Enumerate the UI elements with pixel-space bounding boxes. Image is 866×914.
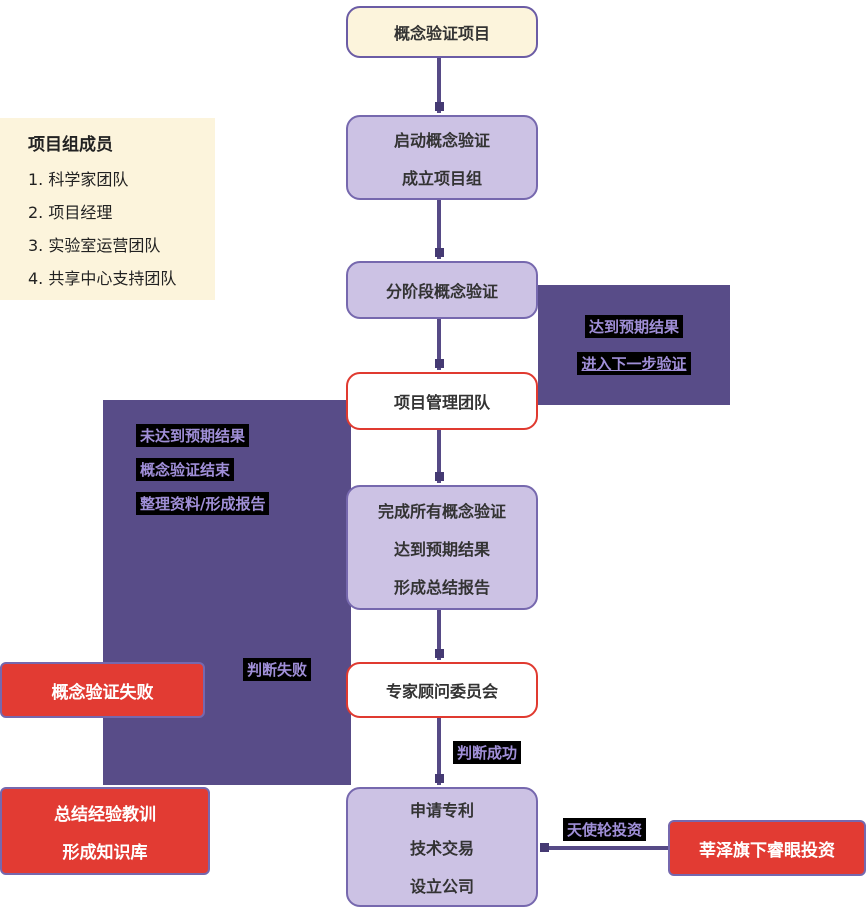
- node-fail: 概念验证失败: [0, 662, 205, 718]
- node-apply-line: 技术交易: [409, 839, 474, 858]
- node-staged-label: 分阶段概念验证: [385, 282, 498, 301]
- connector-start-launch: [437, 58, 441, 113]
- branch-success-labels: 达到预期结果 进入下一步验证: [538, 285, 730, 405]
- node-launch-line: 成立项目组: [401, 168, 482, 188]
- arrowhead: [435, 472, 444, 481]
- node-apply: 申请专利 技术交易 设立公司: [346, 787, 538, 907]
- node-launch-line: 启动概念验证: [393, 130, 490, 150]
- node-apply-line: 设立公司: [409, 877, 474, 896]
- branch-fail-line: 整理资料/形成报告: [136, 492, 270, 515]
- arrowhead: [435, 774, 444, 783]
- team-panel-item: 4. 共享中心支持团队: [28, 269, 177, 288]
- branch-fail-labels: 未达到预期结果 概念验证结束 整理资料/形成报告: [136, 424, 270, 515]
- node-complete-line: 达到预期结果: [393, 539, 490, 559]
- node-launch: 启动概念验证 成立项目组: [346, 115, 538, 200]
- node-investor: 莘泽旗下睿眼投资: [668, 820, 866, 876]
- node-expert: 专家顾问委员会: [346, 662, 538, 718]
- arrowhead: [540, 843, 549, 852]
- team-panel: 项目组成员 1. 科学家团队 2. 项目经理 3. 实验室运营团队 4. 共享中…: [0, 118, 215, 300]
- connector-investor-apply: [540, 846, 668, 850]
- branch-fail-line: 概念验证结束: [136, 458, 235, 481]
- node-lessons-line: 总结经验教训: [54, 804, 156, 825]
- branch-success-line: 达到预期结果: [584, 315, 683, 338]
- branch-success-line: 进入下一步验证: [577, 352, 691, 375]
- edge-label-angel-round: 天使轮投资: [563, 818, 647, 841]
- node-lessons: 总结经验教训 形成知识库: [0, 787, 210, 875]
- connector-expert-apply: [437, 718, 441, 785]
- connector-launch-staged: [437, 200, 441, 259]
- team-panel-item: 1. 科学家团队: [28, 170, 129, 189]
- node-start: 概念验证项目: [346, 6, 538, 58]
- arrowhead: [435, 248, 444, 257]
- arrowhead: [435, 359, 444, 368]
- connector-management-complete: [437, 430, 441, 483]
- node-expert-label: 专家顾问委员会: [385, 682, 498, 701]
- edge-label-judge-success: 判断成功: [453, 741, 522, 764]
- node-complete-line: 完成所有概念验证: [377, 501, 506, 521]
- node-fail-label: 概念验证失败: [51, 682, 154, 703]
- node-staged: 分阶段概念验证: [346, 261, 538, 319]
- node-complete-line: 形成总结报告: [393, 577, 490, 597]
- edge-label-judge-fail: 判断失败: [243, 658, 312, 681]
- branch-success-rect: [538, 285, 730, 405]
- arrowhead: [435, 102, 444, 111]
- node-start-label: 概念验证项目: [393, 24, 490, 43]
- branch-fail-line: 未达到预期结果: [136, 424, 250, 447]
- arrowhead: [435, 649, 444, 658]
- connector-staged-management: [437, 319, 441, 370]
- node-lessons-line: 形成知识库: [62, 842, 148, 863]
- node-investor-label: 莘泽旗下睿眼投资: [699, 840, 835, 861]
- connector-complete-expert: [437, 610, 441, 660]
- node-complete: 完成所有概念验证 达到预期结果 形成总结报告: [346, 485, 538, 610]
- node-apply-line: 申请专利: [409, 801, 474, 820]
- node-management-label: 项目管理团队: [393, 393, 490, 412]
- team-panel-item: 2. 项目经理: [28, 203, 113, 222]
- team-panel-title: 项目组成员: [28, 135, 113, 155]
- node-management: 项目管理团队: [346, 372, 538, 430]
- team-panel-item: 3. 实验室运营团队: [28, 236, 161, 255]
